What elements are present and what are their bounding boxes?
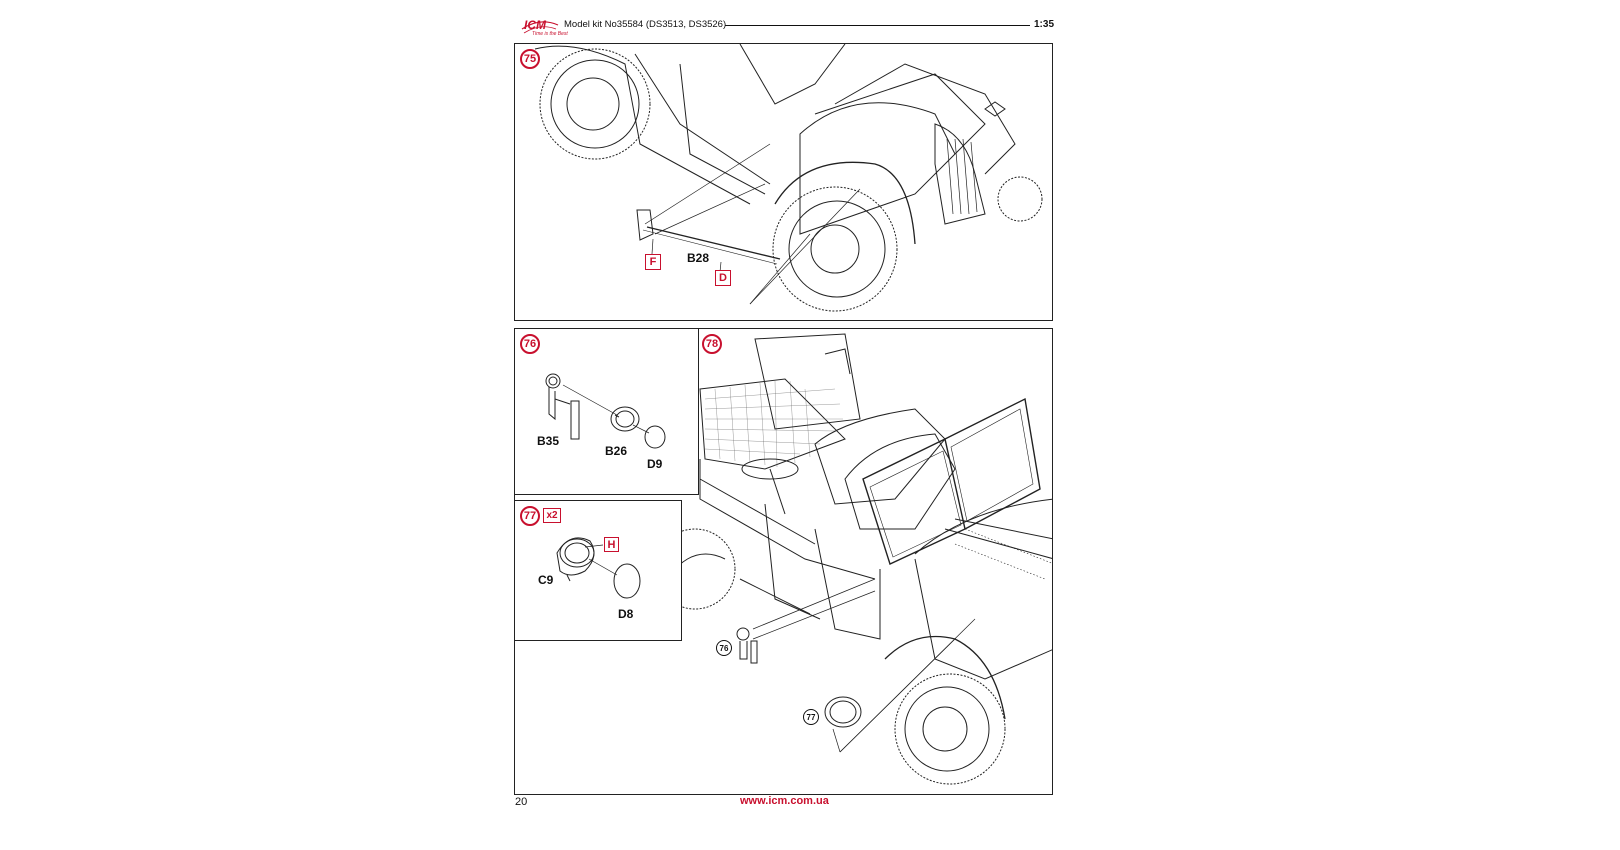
step-77-panel: 77 x2 H C9 D8: [514, 500, 682, 641]
logo-text: ICM: [524, 18, 546, 32]
vehicle-side-illustration: [534, 44, 1043, 312]
part-H-marker: H: [604, 537, 619, 552]
part-C9-label: C9: [538, 573, 554, 587]
part-B26-label: B26: [605, 444, 628, 458]
website-link[interactable]: www.icm.com.ua: [740, 795, 829, 807]
logo-tagline: Time is the Best: [532, 31, 568, 37]
headlight-parts-illustration: [556, 537, 641, 599]
step-75-panel: 75 F B28 D: [514, 43, 1053, 321]
multiplier-x2-marker: x2: [543, 508, 561, 523]
scale-label: 1:35: [1034, 19, 1055, 30]
part-B35-label: B35: [537, 434, 560, 448]
ref-step-77: 77: [803, 709, 819, 725]
mirror-parts-illustration: [545, 373, 666, 449]
part-D-marker: D: [715, 270, 731, 286]
part-F-marker: F: [645, 254, 661, 270]
part-D9-label: D9: [647, 457, 663, 471]
part-B28-label: B28: [687, 251, 710, 265]
step-76-badge: 76: [520, 334, 540, 354]
page-number: 20: [515, 796, 528, 808]
vehicle-interior-illustration: [654, 333, 1052, 785]
icm-logo-icon: [521, 21, 559, 34]
step-78-badge: 78: [702, 334, 722, 354]
ref-step-76: 76: [716, 640, 732, 656]
step-77-badge: 77: [520, 506, 540, 526]
icm-logo: ICM Time is the Best: [520, 15, 568, 39]
page-title: Model kit No35584 (DS3513, DS3526): [564, 19, 727, 30]
part-D8-label: D8: [618, 607, 634, 621]
step-76-panel: 76 B35 B26 D9: [514, 328, 699, 495]
step-75-badge: 75: [520, 49, 540, 69]
header-rule: [725, 25, 1030, 26]
